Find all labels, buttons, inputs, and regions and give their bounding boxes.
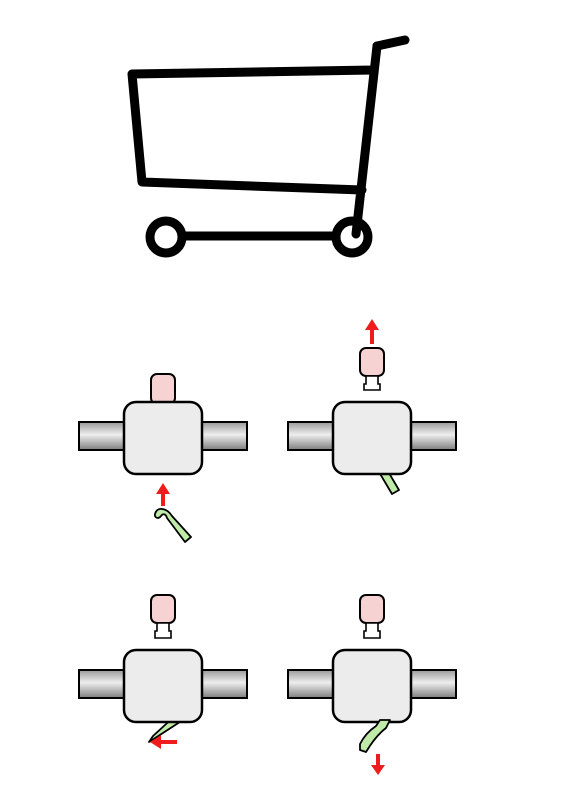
- lock-box: [331, 648, 413, 724]
- key-stem: [363, 622, 381, 639]
- cart-basket: [127, 41, 382, 239]
- cart-handle: [372, 35, 410, 51]
- down-arrow-icon: [371, 754, 385, 775]
- lock-hook-icon: [359, 719, 391, 753]
- lock-box: [122, 648, 204, 724]
- left-arrow-icon: [150, 735, 177, 749]
- key-token: [359, 347, 385, 377]
- panel-step-3: [78, 594, 248, 749]
- key-token: [359, 594, 385, 624]
- lock-box: [122, 400, 204, 476]
- up-arrow-icon: [156, 483, 170, 506]
- key-token: [150, 373, 176, 405]
- key-stem: [363, 375, 381, 391]
- lock-box: [331, 400, 413, 476]
- panel-step-1: [78, 373, 248, 543]
- panel-step-4: [287, 594, 457, 775]
- key-token: [150, 594, 176, 624]
- lock-hook-icon: [153, 508, 192, 543]
- key-stem: [154, 622, 172, 639]
- up-arrow-icon: [365, 319, 379, 344]
- shopping-cart-icon: [127, 35, 410, 258]
- cart-wheel-left: [145, 216, 187, 258]
- panel-step-2: [287, 319, 457, 495]
- cart-wheel-right: [331, 216, 373, 258]
